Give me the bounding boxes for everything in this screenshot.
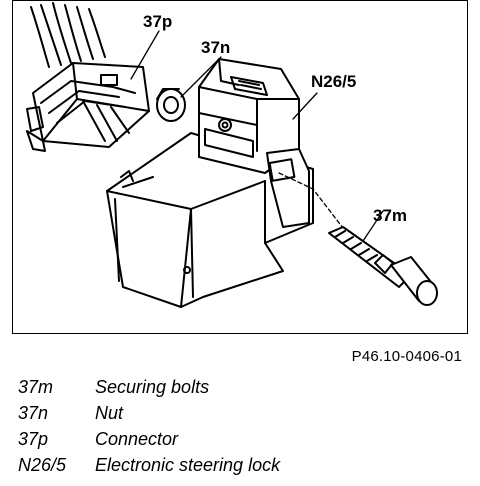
connector-37p [26,62,150,152]
legend-row: 37n Nut [18,400,280,426]
callout-37p: 37p [143,12,173,31]
callout-37n: 37n [201,38,231,57]
legend-desc: Electronic steering lock [95,455,281,475]
callout-n26-5: N26/5 [311,72,357,91]
securing-bolt-37m [328,226,438,306]
figure-code: P46.10-0406-01 [351,348,462,365]
legend-key: 37n [18,403,49,423]
nut-37n [156,88,232,132]
electronic-steering-lock-n26-5 [198,58,310,228]
legend-key: 37m [18,377,54,397]
legend: 37m Securing bolts 37n Nut 37p Connector… [18,374,280,478]
legend-desc: Connector [95,429,179,449]
wiring-harness [30,2,106,68]
steering-lock-drawing [26,2,438,308]
legend-desc: Securing bolts [95,377,210,397]
legend-row: 37p Connector [18,426,280,452]
legend-desc: Nut [95,403,124,423]
legend-row: 37m Securing bolts [18,374,280,400]
callout-37m: 37m [373,206,408,225]
diagram-frame: 37p 37n N26/5 37m [12,0,468,334]
legend-key: 37p [18,429,49,449]
legend-key: N26/5 [18,455,67,475]
legend-row: N26/5 Electronic steering lock [18,452,280,478]
leader-lines [130,30,384,242]
